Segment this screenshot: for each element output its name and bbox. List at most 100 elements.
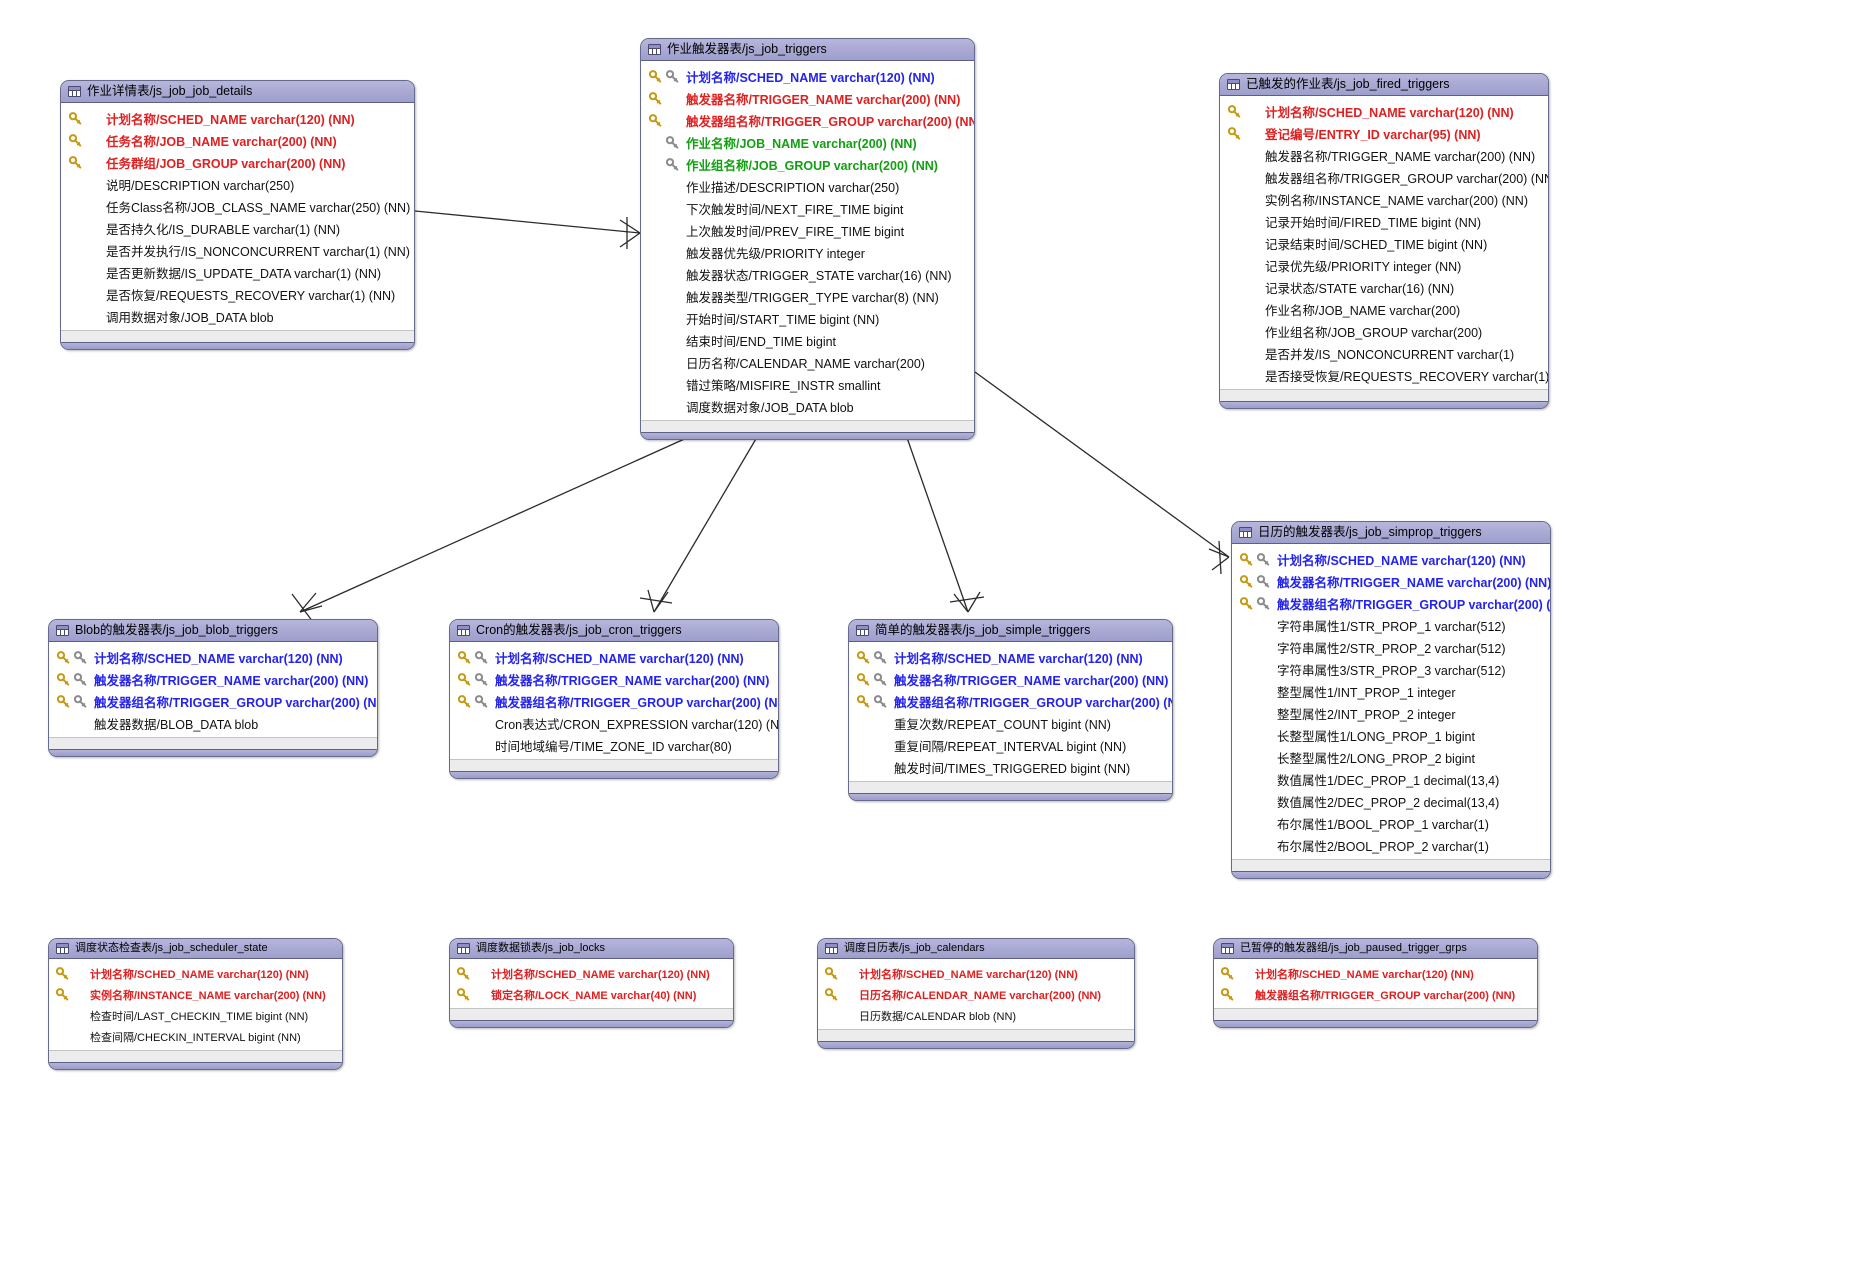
attribute-row[interactable]: 触发器组名称/TRIGGER_GROUP varchar(200) (NN) — [450, 690, 778, 712]
attribute-row[interactable]: 是否并发执行/IS_NONCONCURRENT varchar(1) (NN) — [61, 239, 414, 261]
attribute-row[interactable]: 触发器名称/TRIGGER_NAME varchar(200) (NN) — [450, 668, 778, 690]
entity-header[interactable]: 作业触发器表/js_job_triggers — [641, 39, 974, 61]
entity-simple_triggers[interactable]: 简单的触发器表/js_job_simple_triggers 计划名称/SCHE… — [848, 619, 1173, 801]
entity-calendars[interactable]: 调度日历表/js_job_calendars 计划名称/SCHED_NAME v… — [817, 938, 1135, 1049]
attribute-row[interactable]: 计划名称/SCHED_NAME varchar(120) (NN) — [1220, 100, 1548, 122]
attribute-row[interactable]: 长整型属性2/LONG_PROP_2 bigint — [1232, 746, 1550, 768]
attribute-row[interactable]: 日历名称/CALENDAR_NAME varchar(200) (NN) — [818, 984, 1134, 1005]
attribute-row[interactable]: 错过策略/MISFIRE_INSTR smallint — [641, 373, 974, 395]
attribute-row[interactable]: 任务群组/JOB_GROUP varchar(200) (NN) — [61, 151, 414, 173]
attribute-row[interactable]: 触发器状态/TRIGGER_STATE varchar(16) (NN) — [641, 263, 974, 285]
attribute-row[interactable]: 触发器名称/TRIGGER_NAME varchar(200) (NN) — [641, 87, 974, 109]
attribute-row[interactable]: 是否并发/IS_NONCONCURRENT varchar(1) — [1220, 342, 1548, 364]
attribute-row[interactable]: 作业组名称/JOB_GROUP varchar(200) (NN) — [641, 153, 974, 175]
attribute-row[interactable]: 作业名称/JOB_NAME varchar(200) — [1220, 298, 1548, 320]
attribute-row[interactable]: 实例名称/INSTANCE_NAME varchar(200) (NN) — [1220, 188, 1548, 210]
entity-cron_triggers[interactable]: Cron的触发器表/js_job_cron_triggers 计划名称/SCHE… — [449, 619, 779, 779]
attribute-row[interactable]: 调用数据对象/JOB_DATA blob — [61, 305, 414, 327]
entity-header[interactable]: 已触发的作业表/js_job_fired_triggers — [1220, 74, 1548, 96]
attribute-row[interactable]: 数值属性2/DEC_PROP_2 decimal(13,4) — [1232, 790, 1550, 812]
attribute-row[interactable]: 触发器组名称/TRIGGER_GROUP varchar(200) (NN) — [49, 690, 377, 712]
attribute-row[interactable]: 触发器名称/TRIGGER_NAME varchar(200) (NN) — [1232, 570, 1550, 592]
attribute-row[interactable]: 布尔属性1/BOOL_PROP_1 varchar(1) — [1232, 812, 1550, 834]
attribute-row[interactable]: 重复次数/REPEAT_COUNT bigint (NN) — [849, 712, 1172, 734]
attribute-row[interactable]: 重复间隔/REPEAT_INTERVAL bigint (NN) — [849, 734, 1172, 756]
attribute-row[interactable]: 记录开始时间/FIRED_TIME bigint (NN) — [1220, 210, 1548, 232]
entity-header[interactable]: Cron的触发器表/js_job_cron_triggers — [450, 620, 778, 642]
attribute-row[interactable]: 触发器组名称/TRIGGER_GROUP varchar(200) (NN) — [641, 109, 974, 131]
attribute-row[interactable]: 作业名称/JOB_NAME varchar(200) (NN) — [641, 131, 974, 153]
attribute-row[interactable]: 记录优先级/PRIORITY integer (NN) — [1220, 254, 1548, 276]
attribute-row[interactable]: 计划名称/SCHED_NAME varchar(120) (NN) — [49, 646, 377, 668]
attribute-row[interactable]: 长整型属性1/LONG_PROP_1 bigint — [1232, 724, 1550, 746]
attribute-row[interactable]: 触发器组名称/TRIGGER_GROUP varchar(200) (NN) — [1214, 984, 1537, 1005]
entity-fired_triggers[interactable]: 已触发的作业表/js_job_fired_triggers 计划名称/SCHED… — [1219, 73, 1549, 409]
attribute-row[interactable]: 作业组名称/JOB_GROUP varchar(200) — [1220, 320, 1548, 342]
attribute-row[interactable]: 计划名称/SCHED_NAME varchar(120) (NN) — [450, 963, 733, 984]
entity-scheduler_state[interactable]: 调度状态检查表/js_job_scheduler_state 计划名称/SCHE… — [48, 938, 343, 1070]
attribute-row[interactable]: 结束时间/END_TIME bigint — [641, 329, 974, 351]
attribute-row[interactable]: 字符串属性1/STR_PROP_1 varchar(512) — [1232, 614, 1550, 636]
attribute-row[interactable]: 日历数据/CALENDAR blob (NN) — [818, 1005, 1134, 1026]
entity-locks[interactable]: 调度数据锁表/js_job_locks 计划名称/SCHED_NAME varc… — [449, 938, 734, 1028]
attribute-row[interactable]: 触发器名称/TRIGGER_NAME varchar(200) (NN) — [49, 668, 377, 690]
attribute-row[interactable]: Cron表达式/CRON_EXPRESSION varchar(120) (NN… — [450, 712, 778, 734]
attribute-row[interactable]: 触发器组名称/TRIGGER_GROUP varchar(200) (NN) — [1232, 592, 1550, 614]
entity-header[interactable]: 简单的触发器表/js_job_simple_triggers — [849, 620, 1172, 642]
attribute-row[interactable]: 触发器名称/TRIGGER_NAME varchar(200) (NN) — [849, 668, 1172, 690]
attribute-row[interactable]: 调度数据对象/JOB_DATA blob — [641, 395, 974, 417]
attribute-row[interactable]: 作业描述/DESCRIPTION varchar(250) — [641, 175, 974, 197]
entity-header[interactable]: 调度状态检查表/js_job_scheduler_state — [49, 939, 342, 959]
attribute-row[interactable]: 触发器类型/TRIGGER_TYPE varchar(8) (NN) — [641, 285, 974, 307]
attribute-row[interactable]: 记录状态/STATE varchar(16) (NN) — [1220, 276, 1548, 298]
attribute-row[interactable]: 触发器名称/TRIGGER_NAME varchar(200) (NN) — [1220, 144, 1548, 166]
attribute-row[interactable]: 说明/DESCRIPTION varchar(250) — [61, 173, 414, 195]
attribute-row[interactable]: 触发器组名称/TRIGGER_GROUP varchar(200) (NN) — [1220, 166, 1548, 188]
attribute-row[interactable]: 任务Class名称/JOB_CLASS_NAME varchar(250) (N… — [61, 195, 414, 217]
attribute-row[interactable]: 上次触发时间/PREV_FIRE_TIME bigint — [641, 219, 974, 241]
entity-job_triggers[interactable]: 作业触发器表/js_job_triggers 计划名称/SCHED_NAME v… — [640, 38, 975, 440]
attribute-row[interactable]: 登记编号/ENTRY_ID varchar(95) (NN) — [1220, 122, 1548, 144]
attribute-row[interactable]: 整型属性1/INT_PROP_1 integer — [1232, 680, 1550, 702]
attribute-row[interactable]: 计划名称/SCHED_NAME varchar(120) (NN) — [1232, 548, 1550, 570]
attribute-row[interactable]: 计划名称/SCHED_NAME varchar(120) (NN) — [849, 646, 1172, 668]
attribute-row[interactable]: 实例名称/INSTANCE_NAME varchar(200) (NN) — [49, 984, 342, 1005]
attribute-row[interactable]: 触发器组名称/TRIGGER_GROUP varchar(200) (NN) — [849, 690, 1172, 712]
attribute-row[interactable]: 整型属性2/INT_PROP_2 integer — [1232, 702, 1550, 724]
entity-simprop_triggers[interactable]: 日历的触发器表/js_job_simprop_triggers 计划名称/SCH… — [1231, 521, 1551, 879]
attribute-row[interactable]: 触发器优先级/PRIORITY integer — [641, 241, 974, 263]
attribute-row[interactable]: 计划名称/SCHED_NAME varchar(120) (NN) — [450, 646, 778, 668]
entity-blob_triggers[interactable]: Blob的触发器表/js_job_blob_triggers 计划名称/SCHE… — [48, 619, 378, 757]
attribute-row[interactable]: 触发器数据/BLOB_DATA blob — [49, 712, 377, 734]
entity-header[interactable]: 调度日历表/js_job_calendars — [818, 939, 1134, 959]
attribute-row[interactable]: 计划名称/SCHED_NAME varchar(120) (NN) — [641, 65, 974, 87]
attribute-row[interactable]: 计划名称/SCHED_NAME varchar(120) (NN) — [61, 107, 414, 129]
entity-header[interactable]: Blob的触发器表/js_job_blob_triggers — [49, 620, 377, 642]
attribute-row[interactable]: 是否更新数据/IS_UPDATE_DATA varchar(1) (NN) — [61, 261, 414, 283]
entity-job_details[interactable]: 作业详情表/js_job_job_details 计划名称/SCHED_NAME… — [60, 80, 415, 350]
attribute-row[interactable]: 时间地域编号/TIME_ZONE_ID varchar(80) — [450, 734, 778, 756]
attribute-row[interactable]: 是否持久化/IS_DURABLE varchar(1) (NN) — [61, 217, 414, 239]
attribute-row[interactable]: 计划名称/SCHED_NAME varchar(120) (NN) — [49, 963, 342, 984]
attribute-row[interactable]: 开始时间/START_TIME bigint (NN) — [641, 307, 974, 329]
attribute-row[interactable]: 检查时间/LAST_CHECKIN_TIME bigint (NN) — [49, 1005, 342, 1026]
attribute-row[interactable]: 任务名称/JOB_NAME varchar(200) (NN) — [61, 129, 414, 151]
attribute-row[interactable]: 计划名称/SCHED_NAME varchar(120) (NN) — [818, 963, 1134, 984]
entity-paused_trigger_grps[interactable]: 已暂停的触发器组/js_job_paused_trigger_grps 计划名称… — [1213, 938, 1538, 1028]
attribute-row[interactable]: 触发时间/TIMES_TRIGGERED bigint (NN) — [849, 756, 1172, 778]
attribute-row[interactable]: 记录结束时间/SCHED_TIME bigint (NN) — [1220, 232, 1548, 254]
entity-header[interactable]: 作业详情表/js_job_job_details — [61, 81, 414, 103]
attribute-row[interactable]: 是否接受恢复/REQUESTS_RECOVERY varchar(1) — [1220, 364, 1548, 386]
attribute-row[interactable]: 字符串属性3/STR_PROP_3 varchar(512) — [1232, 658, 1550, 680]
attribute-row[interactable]: 检查间隔/CHECKIN_INTERVAL bigint (NN) — [49, 1026, 342, 1047]
entity-header[interactable]: 已暂停的触发器组/js_job_paused_trigger_grps — [1214, 939, 1537, 959]
entity-header[interactable]: 日历的触发器表/js_job_simprop_triggers — [1232, 522, 1550, 544]
attribute-row[interactable]: 字符串属性2/STR_PROP_2 varchar(512) — [1232, 636, 1550, 658]
attribute-row[interactable]: 日历名称/CALENDAR_NAME varchar(200) — [641, 351, 974, 373]
entity-header[interactable]: 调度数据锁表/js_job_locks — [450, 939, 733, 959]
attribute-row[interactable]: 数值属性1/DEC_PROP_1 decimal(13,4) — [1232, 768, 1550, 790]
attribute-row[interactable]: 锁定名称/LOCK_NAME varchar(40) (NN) — [450, 984, 733, 1005]
attribute-row[interactable]: 布尔属性2/BOOL_PROP_2 varchar(1) — [1232, 834, 1550, 856]
attribute-row[interactable]: 计划名称/SCHED_NAME varchar(120) (NN) — [1214, 963, 1537, 984]
attribute-row[interactable]: 下次触发时间/NEXT_FIRE_TIME bigint — [641, 197, 974, 219]
